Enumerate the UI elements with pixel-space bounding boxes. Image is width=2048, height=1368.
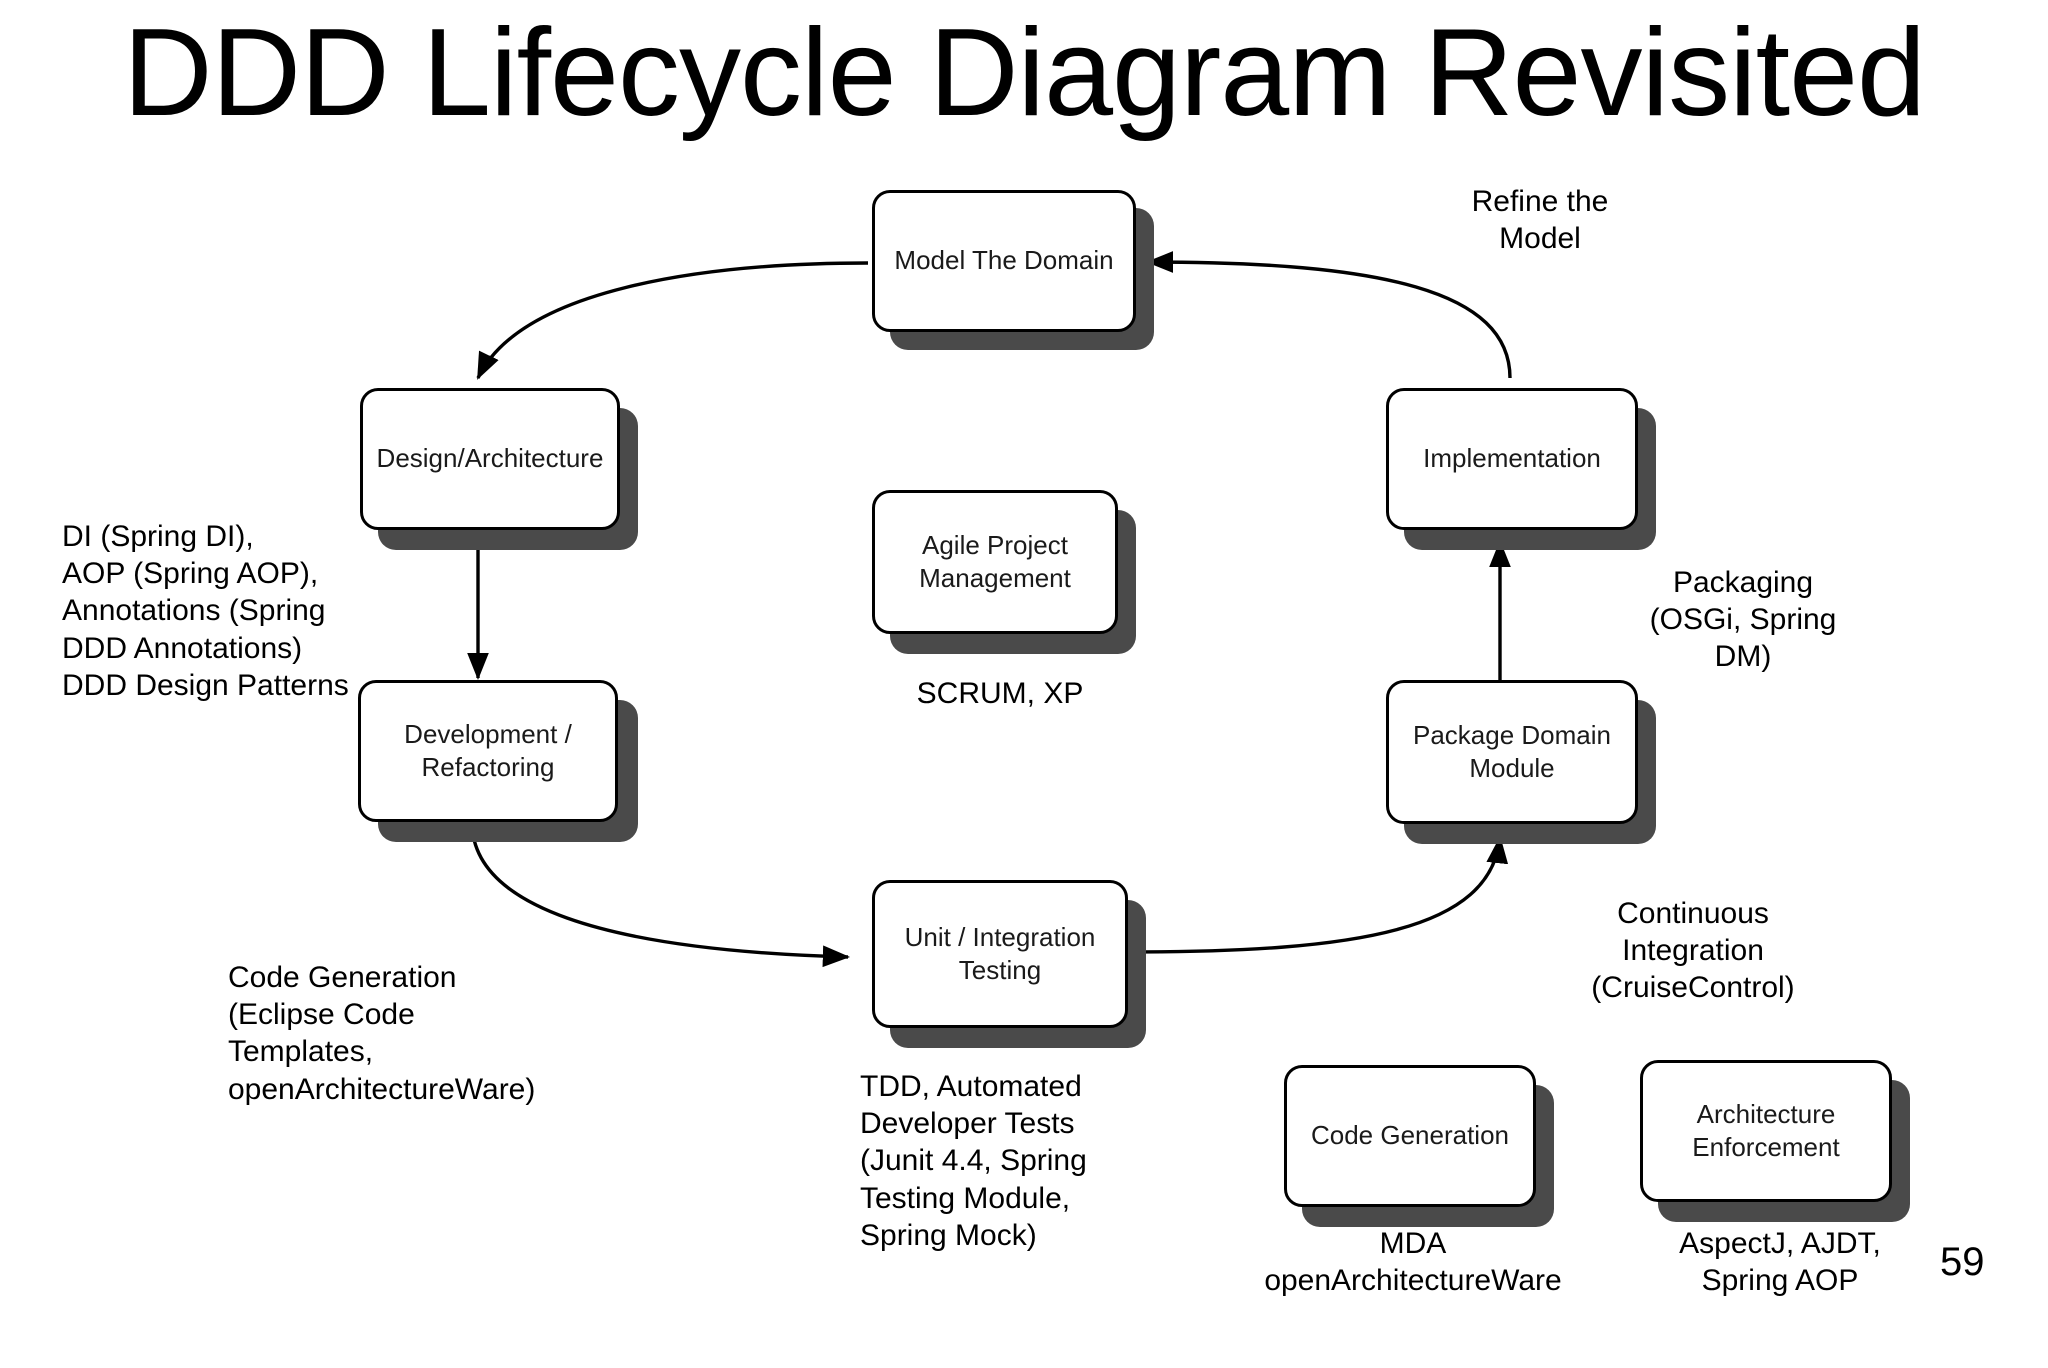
note-refine-the-model: Refine the Model <box>1471 185 1609 256</box>
node-label: Design/Architecture <box>376 443 604 474</box>
node-label: Code Generation <box>1310 1120 1510 1151</box>
note-packaging-tech: Packaging (OSGi, Spring DM) <box>1649 566 1837 674</box>
node-implementation[interactable]: Implementation <box>1386 388 1638 530</box>
arrow-testing-to-package <box>1127 835 1509 954</box>
node-unit-integration-testing[interactable]: Unit / Integration Testing <box>872 880 1128 1028</box>
note-design-tech: DI (Spring DI), AOP (Spring AOP), Annota… <box>62 520 349 702</box>
node-label: Model The Domain <box>894 245 1114 276</box>
node-agile-project-management[interactable]: Agile Project Management <box>872 490 1118 634</box>
note-code-generation-tech: Code Generation (Eclipse Code Templates,… <box>228 961 536 1106</box>
note-agile-tech: SCRUM, XP <box>916 677 1084 710</box>
node-development-refactoring[interactable]: Development / Refactoring <box>358 680 618 822</box>
node-label: Package Domain Module <box>1413 719 1611 783</box>
node-label: Architecture Enforcement <box>1692 1098 1840 1162</box>
node-label: Development / Refactoring <box>404 718 572 782</box>
arrow-model-to-design <box>476 261 869 380</box>
node-package-domain-module[interactable]: Package Domain Module <box>1386 680 1638 824</box>
node-design-architecture[interactable]: Design/Architecture <box>360 388 620 530</box>
page-title: DDD Lifecycle Diagram Revisited <box>123 4 1926 142</box>
node-label: Implementation <box>1423 443 1601 474</box>
note-code-generation-tools: MDA openArchitectureWare <box>1264 1227 1562 1298</box>
arrow-implementation-to-model <box>1145 251 1512 379</box>
node-model-the-domain[interactable]: Model The Domain <box>872 190 1136 332</box>
page-number: 59 <box>1940 1240 1985 1284</box>
note-testing-tech: TDD, Automated Developer Tests (Junit 4.… <box>860 1070 1087 1252</box>
note-architecture-enforcement-tools: AspectJ, AJDT, Spring AOP <box>1679 1227 1881 1298</box>
note-continuous-integration-tech: Continuous Integration (CruiseControl) <box>1591 897 1795 1005</box>
node-label: Unit / Integration Testing <box>904 921 1096 985</box>
node-code-generation[interactable]: Code Generation <box>1284 1065 1536 1207</box>
arrow-development-to-testing <box>470 821 851 968</box>
node-architecture-enforcement[interactable]: Architecture Enforcement <box>1640 1060 1892 1202</box>
node-label: Agile Project Management <box>919 529 1071 593</box>
